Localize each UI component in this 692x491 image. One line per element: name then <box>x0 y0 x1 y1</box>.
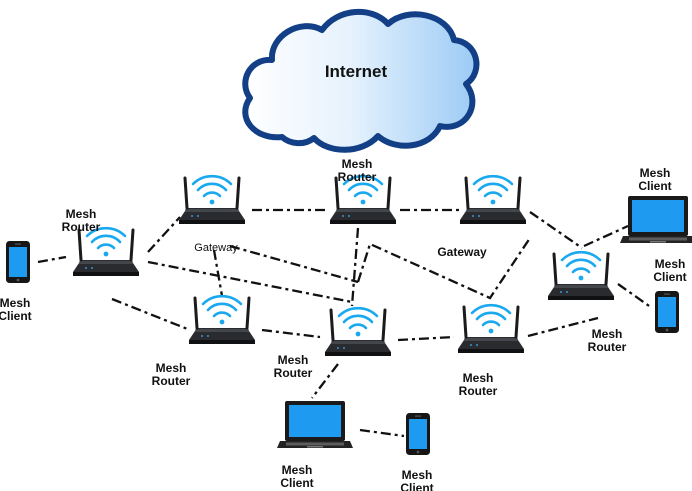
internet-cloud-shape <box>242 9 480 153</box>
label-client-phone-left: Mesh Client <box>0 296 32 323</box>
link-router-right-mid-router-right <box>527 316 599 338</box>
internet-label: Internet <box>324 62 388 81</box>
label-router-mid-left: Mesh Router <box>151 361 191 388</box>
router-left <box>71 226 141 278</box>
label-router-right-mid: Mesh Router <box>458 371 498 398</box>
mesh-links <box>37 208 653 438</box>
laptop-bottom <box>277 401 353 448</box>
router-mid-left <box>187 294 257 346</box>
label-router-top: Mesh Router <box>337 157 377 184</box>
link-zigzag-router-right-mid <box>356 237 531 300</box>
phone-left <box>6 241 30 283</box>
laptop-right <box>620 196 692 243</box>
link-phone-left-router-left <box>37 255 67 264</box>
label-client-phone-right: Mesh Client <box>653 257 687 284</box>
link-gateway-right-router-right <box>529 211 583 249</box>
link-router-center-router-right-mid <box>397 335 455 342</box>
link-router-left-router-mid-left <box>111 297 191 332</box>
link-router-right-phone-right <box>617 283 653 309</box>
link-gateway-right-laptop-right <box>583 224 629 248</box>
phone-bottom <box>406 413 430 455</box>
label-router-center: Mesh Router <box>273 353 313 380</box>
label-client-laptop-right: Mesh Client <box>638 166 672 193</box>
link-router-left-router-center <box>147 260 353 304</box>
gateway-left-router <box>177 174 247 226</box>
gateway-right-router <box>458 174 528 226</box>
link-laptop-bottom-phone-bottom <box>359 428 405 438</box>
link-gateway-left-zigzag <box>229 244 359 284</box>
router-right-mid <box>456 303 526 355</box>
link-router-top-router-center <box>350 227 360 307</box>
router-right <box>546 250 616 302</box>
label-gateway-left: Gateway <box>194 242 238 254</box>
label-router-left: Mesh Router <box>61 207 101 234</box>
label-client-laptop-bottom: Mesh Client <box>280 463 314 490</box>
label-router-right: Mesh Router <box>587 327 627 354</box>
label-gateway-right: Gateway <box>437 245 487 259</box>
link-router-mid-left-router-center <box>261 328 321 339</box>
link-gateway-left-router-mid-left <box>212 249 224 297</box>
link-router-left-gateway-left <box>147 216 181 253</box>
router-center <box>323 306 393 358</box>
phone-right <box>655 291 679 333</box>
link-router-center-laptop-bottom <box>311 363 339 399</box>
label-client-phone-bottom: Mesh Client <box>400 468 434 491</box>
